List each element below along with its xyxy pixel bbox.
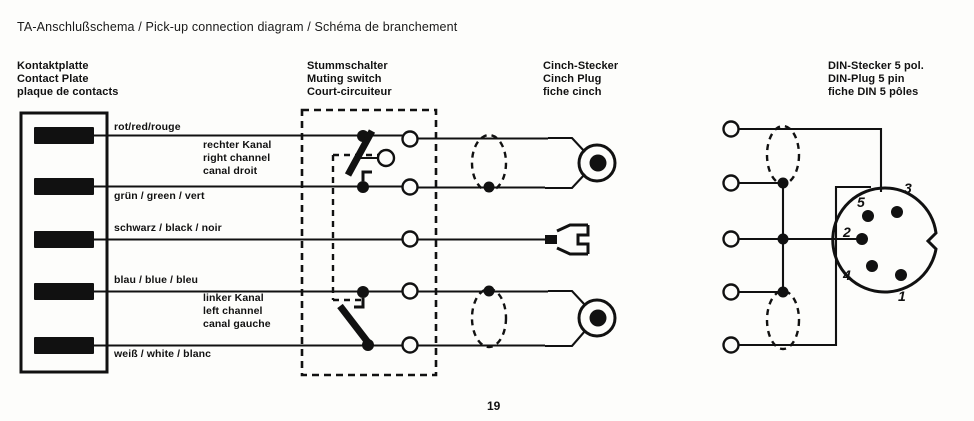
din-shield-markers (765, 124, 801, 351)
din-shell-outline (831, 186, 938, 294)
wire-runs-right (418, 137, 548, 347)
cinch-plug-right-channel (545, 136, 617, 190)
cinch-plug-label-en: Cinch Plug (543, 73, 602, 85)
contact-pad-green (34, 178, 94, 195)
din-pin-2-dot (856, 233, 868, 245)
din-pin-3-dot (891, 206, 903, 218)
din-pin-number-1: 1 (898, 288, 906, 304)
spade-fork-lower (556, 246, 588, 256)
switch-pivot-arm-left (354, 298, 365, 309)
switch-upper-pivot-left (357, 286, 369, 298)
muting-switch-left-channel[interactable] (337, 286, 374, 351)
switch-lever-left (337, 303, 373, 348)
wire-label-red: rot/red/rouge (114, 121, 181, 133)
muting-switch-label-de: Stummschalter (307, 60, 388, 72)
terminal-red[interactable] (401, 130, 419, 148)
contact-pad-white (34, 337, 94, 354)
din-terminal-2[interactable] (722, 174, 740, 192)
contact-pad-black (34, 231, 94, 248)
contact-plate-group (19, 111, 109, 374)
cinch-body-upper-left (548, 289, 586, 306)
contact-plate-label-de: Kontaktplatte (17, 60, 89, 72)
muting-switch-label-en: Muting switch (307, 73, 382, 85)
right-channel-line-de: rechter Kanal (203, 139, 272, 151)
contact-plate-label-fr: plaque de contacts (17, 86, 119, 98)
cable-shield-markers (470, 133, 508, 349)
wire-runs-left (94, 134, 407, 347)
left-channel-line-de: linker Kanal (203, 292, 264, 304)
din-input-terminals (722, 120, 740, 354)
spade-fork-upper (556, 223, 588, 233)
cinch-centerpin-right (589, 154, 607, 172)
cinch-barrel-left (577, 298, 617, 338)
din-pin-number-2: 2 (843, 224, 851, 240)
terminal-green[interactable] (401, 178, 419, 196)
left-channel-line-en: left channel (203, 305, 263, 317)
terminal-white[interactable] (401, 336, 419, 354)
din-plug-label-en: DIN-Plug 5 pin (828, 73, 905, 85)
wire-label-green: grün / green / vert (114, 190, 205, 202)
spade-fork-tip (576, 225, 590, 254)
cinch-body-lower-right (545, 173, 586, 190)
din-shield-ellipse-upper (765, 124, 801, 186)
muting-switch-outer-boundary (300, 108, 438, 377)
shield-junction-left-cinch (483, 285, 495, 297)
cinch-plug-left-channel (545, 289, 617, 348)
switch-lower-pivot-right (357, 181, 369, 193)
shield-ellipse-left-cinch (470, 287, 508, 349)
terminal-black[interactable] (401, 230, 419, 248)
spade-shank (545, 235, 557, 244)
cinch-barrel-right (577, 143, 617, 183)
din-wire-row5-to-pin5 (739, 185, 871, 347)
contact-pad-red (34, 127, 94, 144)
left-channel-line-fr: canal gauche (203, 318, 271, 330)
din-wire-row1-to-pin3 (739, 127, 883, 192)
muting-switch-group (300, 108, 438, 377)
contact-plate-label-en: Contact Plate (17, 73, 89, 85)
din-terminal-4[interactable] (722, 283, 740, 301)
cinch-body-upper-right (548, 136, 586, 153)
page-title: TA-Anschlußschema / Pick-up connection d… (17, 20, 458, 34)
contact-pad-blue (34, 283, 94, 300)
din-junction-row3 (777, 233, 789, 245)
din-shield-ellipse-lower (765, 289, 801, 351)
spade-terminal-ground (545, 223, 590, 256)
din-pin-1-dot (895, 269, 907, 281)
din-plug-label-de: DIN-Stecker 5 pol. (828, 60, 924, 72)
din-terminal-5[interactable] (722, 336, 740, 354)
cinch-body-lower-left (545, 330, 586, 348)
din-connector-face (831, 186, 938, 294)
switch-pivot-arm-right (361, 170, 372, 181)
shield-junction-right-cinch (483, 181, 495, 193)
din-plug-label-fr: fiche DIN 5 pôles (828, 86, 919, 98)
din-terminal-3[interactable] (722, 230, 740, 248)
muting-switch-terminals (401, 130, 419, 354)
terminal-blue[interactable] (401, 282, 419, 300)
switch-actuator-knob-right[interactable] (376, 148, 396, 168)
cinch-centerpin-left (589, 309, 607, 327)
din-wiring (739, 127, 883, 347)
din-terminal-1[interactable] (722, 120, 740, 138)
contact-plate-body (19, 111, 109, 374)
right-channel-line-fr: canal droit (203, 165, 258, 177)
switch-lever-right (344, 129, 376, 177)
cinch-plug-label-fr: fiche cinch (543, 86, 602, 98)
din-junction-row4 (777, 286, 789, 298)
wire-label-white: weiß / white / blanc (114, 348, 212, 360)
din-pin-5-dot (862, 210, 874, 222)
din-pin-number-3: 3 (904, 180, 912, 196)
din-pin-4-dot (866, 260, 878, 272)
right-channel-line-en: right channel (203, 152, 271, 164)
muting-switch-label-fr: Court-circuiteur (307, 86, 392, 98)
wire-label-blue: blau / blue / bleu (114, 274, 199, 286)
muting-switch-right-channel[interactable] (344, 129, 396, 193)
wire-label-black: schwarz / black / noir (114, 222, 222, 234)
page-number: 19 (487, 399, 501, 413)
din-pin-number-5: 5 (857, 194, 865, 210)
cinch-plug-label-de: Cinch-Stecker (543, 60, 619, 72)
